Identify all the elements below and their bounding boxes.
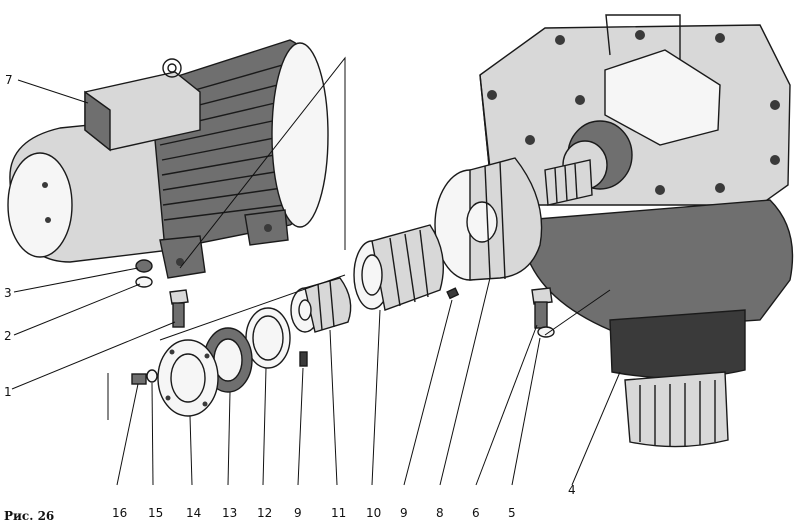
callout-11: 11 [331, 506, 346, 520]
callout-9b: 9 [400, 506, 408, 520]
callout-8: 8 [436, 506, 444, 520]
gearbox [479, 14, 794, 448]
callout-14: 14 [186, 506, 201, 520]
leader-lines [11, 79, 621, 486]
coupling-parts [131, 157, 555, 417]
callout-9a: 9 [294, 506, 302, 520]
callout-13: 13 [222, 506, 237, 520]
callout-6: 5 [508, 506, 516, 520]
callout-4: 7 [5, 73, 13, 87]
callout-7: 6 [472, 506, 480, 520]
assembly-axes [107, 56, 611, 420]
callout-5: 4 [568, 483, 576, 497]
callout-16: 16 [112, 506, 127, 520]
callout-1: 1 [4, 385, 12, 399]
figure-caption: Рис. 26 [4, 509, 54, 523]
callout-10: 10 [366, 506, 381, 520]
callout-labels: 7 3 2 1 16 15 14 13 12 9 11 10 9 8 6 5 4 [4, 73, 576, 520]
callout-2: 2 [4, 329, 12, 343]
callout-15: 15 [148, 506, 163, 520]
callout-3: 3 [4, 286, 12, 300]
electric-motor [7, 39, 329, 279]
callout-12: 12 [257, 506, 272, 520]
